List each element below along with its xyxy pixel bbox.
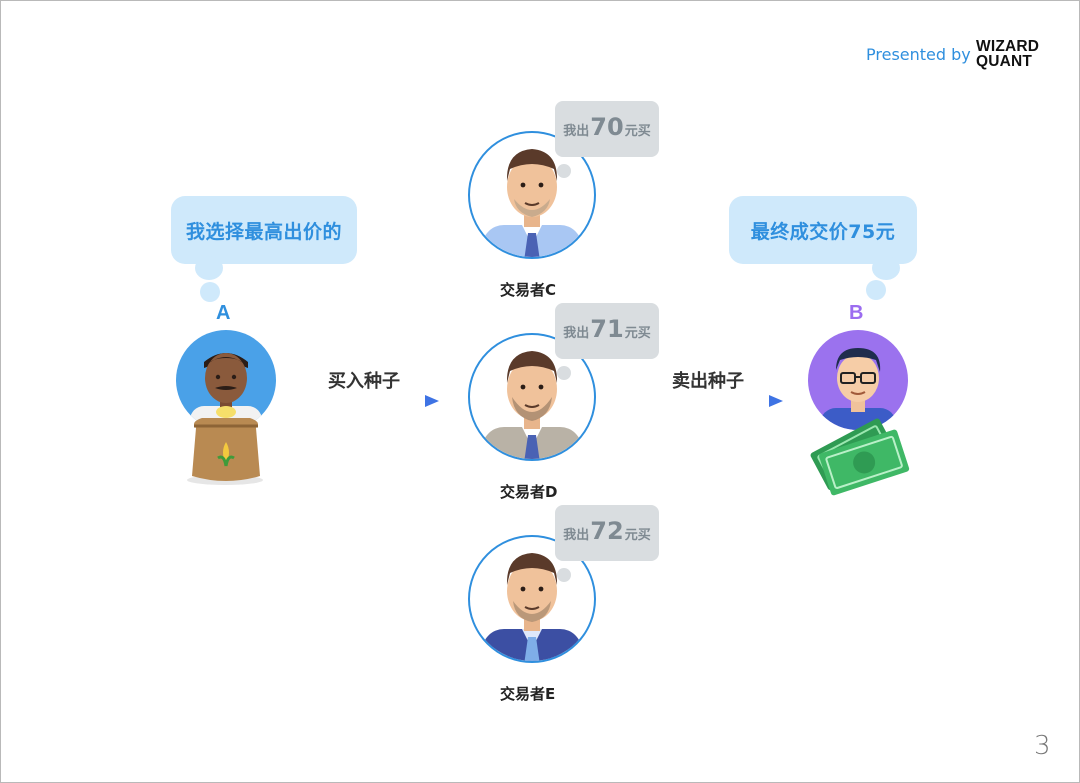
offer-prefix: 我出 <box>563 528 590 543</box>
offer-price: 71 <box>590 315 624 343</box>
trader-c-offer-dot <box>557 164 571 178</box>
buyer-bubble-dot-2 <box>200 282 220 302</box>
trader-e-offer-dot <box>557 568 571 582</box>
sell-arrow <box>647 395 783 407</box>
presented-by-text: Presented by <box>866 45 971 64</box>
trader-d-label: 交易者D <box>500 483 558 501</box>
buyer-thought-bubble: 我选择最高出价的 <box>171 196 357 264</box>
buyer-avatar <box>170 330 290 494</box>
trader-d-avatar <box>466 331 598 467</box>
offer-suffix: 元买 <box>624 528 651 543</box>
buy-arrow <box>303 395 439 407</box>
offer-suffix: 元买 <box>624 326 651 341</box>
brand-logo: WIZARD QUANT <box>976 38 1056 70</box>
trader-c-avatar <box>466 129 598 265</box>
offer-price: 72 <box>590 517 624 545</box>
trader-c-label: 交易者C <box>500 281 557 299</box>
buyer-bubble-dot-1 <box>195 256 223 280</box>
offer-suffix: 元买 <box>624 124 651 139</box>
seller-bubble-dot-2 <box>866 280 886 300</box>
offer-prefix: 我出 <box>563 124 590 139</box>
seller-bubble-dot-1 <box>872 256 900 280</box>
brand-line-1: WIZARD <box>976 38 1040 55</box>
buy-seeds-label: 买入种子 <box>328 371 400 392</box>
seller-avatar <box>806 330 916 504</box>
trader-e-avatar <box>466 533 598 669</box>
sell-seeds-label: 卖出种子 <box>672 371 744 392</box>
trader-e-offer-bubble: 我出 72 元买 <box>555 505 659 561</box>
seller-thought-bubble: 最终成交价75元 <box>729 196 917 264</box>
trader-c-offer-bubble: 我出 70 元买 <box>555 101 659 157</box>
seller-letter: B <box>849 302 864 324</box>
brand-line-2: QUANT <box>976 53 1033 70</box>
buyer-letter: A <box>216 302 231 324</box>
offer-prefix: 我出 <box>563 326 590 341</box>
trader-e-label: 交易者E <box>500 685 556 703</box>
offer-price: 70 <box>590 113 624 141</box>
trader-d-offer-bubble: 我出 71 元买 <box>555 303 659 359</box>
page-number: 3 <box>1034 731 1051 761</box>
trader-d-offer-dot <box>557 366 571 380</box>
